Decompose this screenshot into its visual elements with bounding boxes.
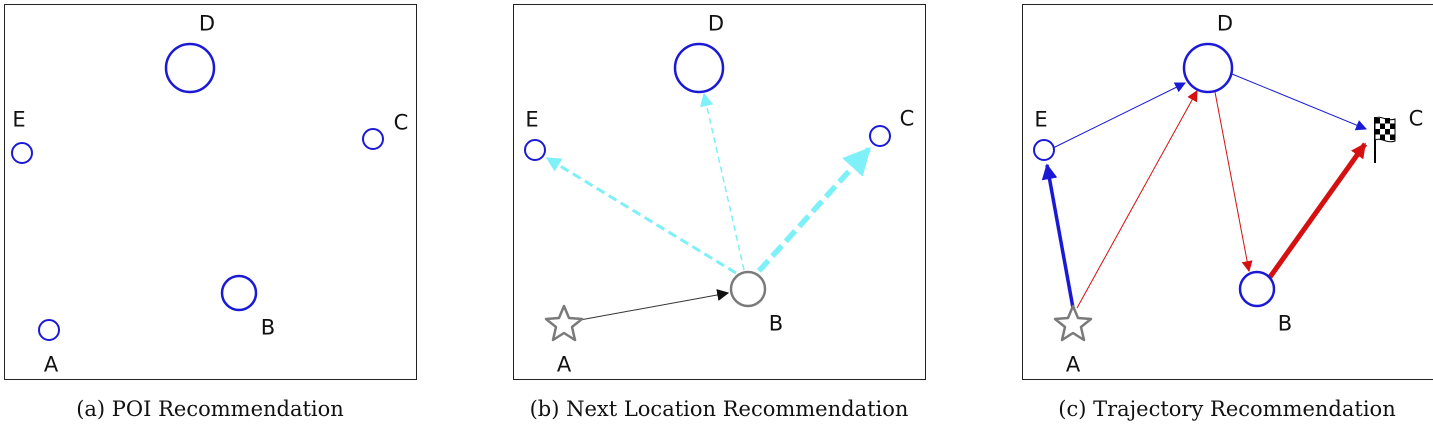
poi-node-c[interactable]: [362, 128, 384, 150]
poi-node-d[interactable]: [673, 42, 725, 94]
panel-c-graph: [1033, 42, 1396, 342]
panel-next-location-recommendation: D E C B A: [513, 4, 926, 380]
visited-arrow-a-to-b: [579, 289, 730, 321]
node-label-c: C: [899, 106, 915, 131]
poi-node-e[interactable]: [1033, 139, 1055, 161]
poi-node-e[interactable]: [11, 142, 33, 164]
poi-node-d[interactable]: [1182, 42, 1234, 94]
star-icon: [544, 304, 584, 342]
panel-poi-recommendation: D E C B A: [4, 4, 417, 380]
panel-b-graph: [524, 42, 891, 342]
poi-node-a[interactable]: [38, 319, 60, 341]
poi-node-d[interactable]: [164, 42, 216, 94]
caption-c: (c) Trajectory Recommendation: [1058, 397, 1396, 421]
candidate-arrow-b-to-c: [756, 146, 872, 273]
poi-node-b[interactable]: [1238, 270, 1276, 308]
trajectory-arrow-b-to-c: [1267, 142, 1368, 279]
trajectory-arrow-d-to-c: [1231, 73, 1368, 131]
node-label-a: A: [43, 352, 59, 377]
poi-node-b[interactable]: [220, 274, 258, 312]
node-label-c: C: [393, 110, 409, 135]
star-icon: [1053, 304, 1093, 342]
node-label-d: D: [707, 11, 725, 36]
trajectory-arrow-e-to-d: [1052, 82, 1186, 149]
panel-trajectory-recommendation: D E C B A: [1022, 4, 1433, 380]
candidate-arrow-b-to-d: [700, 92, 745, 271]
node-label-b: B: [260, 315, 276, 340]
node-label-d: D: [198, 11, 216, 36]
panel-a-graph: [11, 42, 384, 341]
node-label-b: B: [1277, 311, 1293, 336]
trajectory-arrow-d-to-b: [1214, 91, 1253, 273]
poi-node-c[interactable]: [869, 125, 891, 147]
caption-a: (a) POI Recommendation: [76, 397, 344, 421]
node-label-b: B: [768, 311, 784, 336]
node-label-e: E: [12, 107, 26, 132]
current-node-b[interactable]: [729, 270, 767, 308]
node-label-a: A: [1065, 352, 1081, 377]
poi-node-e[interactable]: [524, 139, 546, 161]
node-label-e: E: [525, 107, 539, 132]
checkered-flag-icon: [1374, 116, 1396, 163]
node-label-c: C: [1408, 106, 1424, 131]
node-label-d: D: [1216, 11, 1234, 36]
node-label-a: A: [556, 352, 572, 377]
candidate-arrow-b-to-e: [545, 156, 737, 275]
trajectory-arrow-a-to-d: [1076, 90, 1198, 309]
caption-b: (b) Next Location Recommendation: [529, 397, 909, 421]
node-label-e: E: [1034, 107, 1048, 132]
trajectory-arrow-a-to-e: [1041, 163, 1075, 309]
